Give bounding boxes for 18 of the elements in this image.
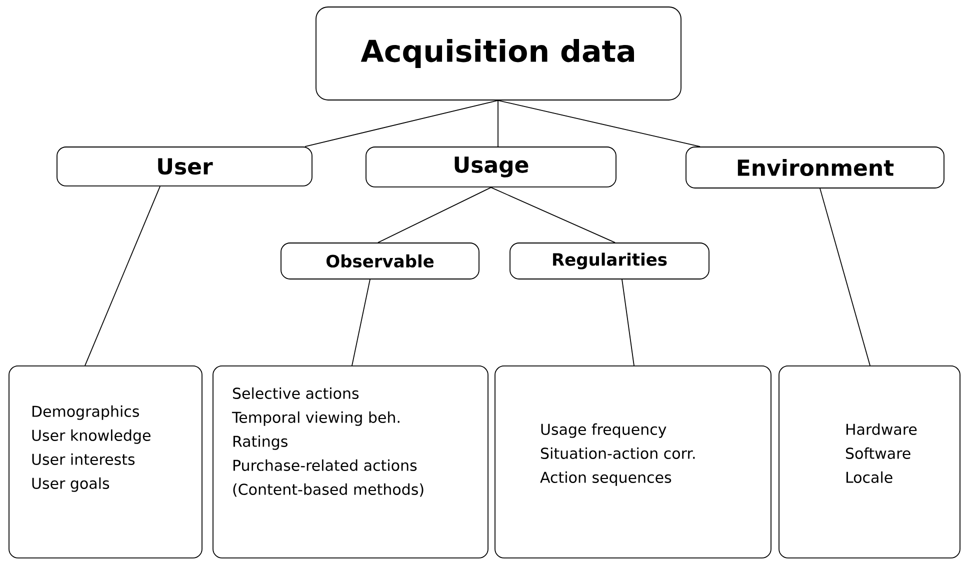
item-list-box: Demographics User knowledge User interests User goals [8, 366, 202, 558]
connector-line [352, 279, 370, 366]
connector-line [490, 187, 616, 243]
connector-line [84, 186, 160, 366]
title-box: Acquisition data [316, 6, 682, 100]
category-box: Usage [366, 146, 616, 188]
connector-line [622, 279, 634, 366]
subcategory-box: Regularities [510, 242, 710, 280]
item-list-box: Usage frequency Situation-action corr. Action sequences [494, 366, 772, 558]
connector-line [820, 188, 870, 366]
subcategory-box: Observable [280, 242, 480, 280]
item-list-box: Hardware Software Locale [778, 366, 960, 558]
category-box: Environment [686, 146, 944, 188]
connector-line [498, 100, 700, 147]
item-list-box: Selective actions Temporal viewing beh. Ratings Purchase-related actions (Content-based methods) [212, 366, 488, 558]
connector-line [304, 100, 498, 147]
category-box: User [56, 146, 312, 186]
connector-line [378, 187, 492, 243]
